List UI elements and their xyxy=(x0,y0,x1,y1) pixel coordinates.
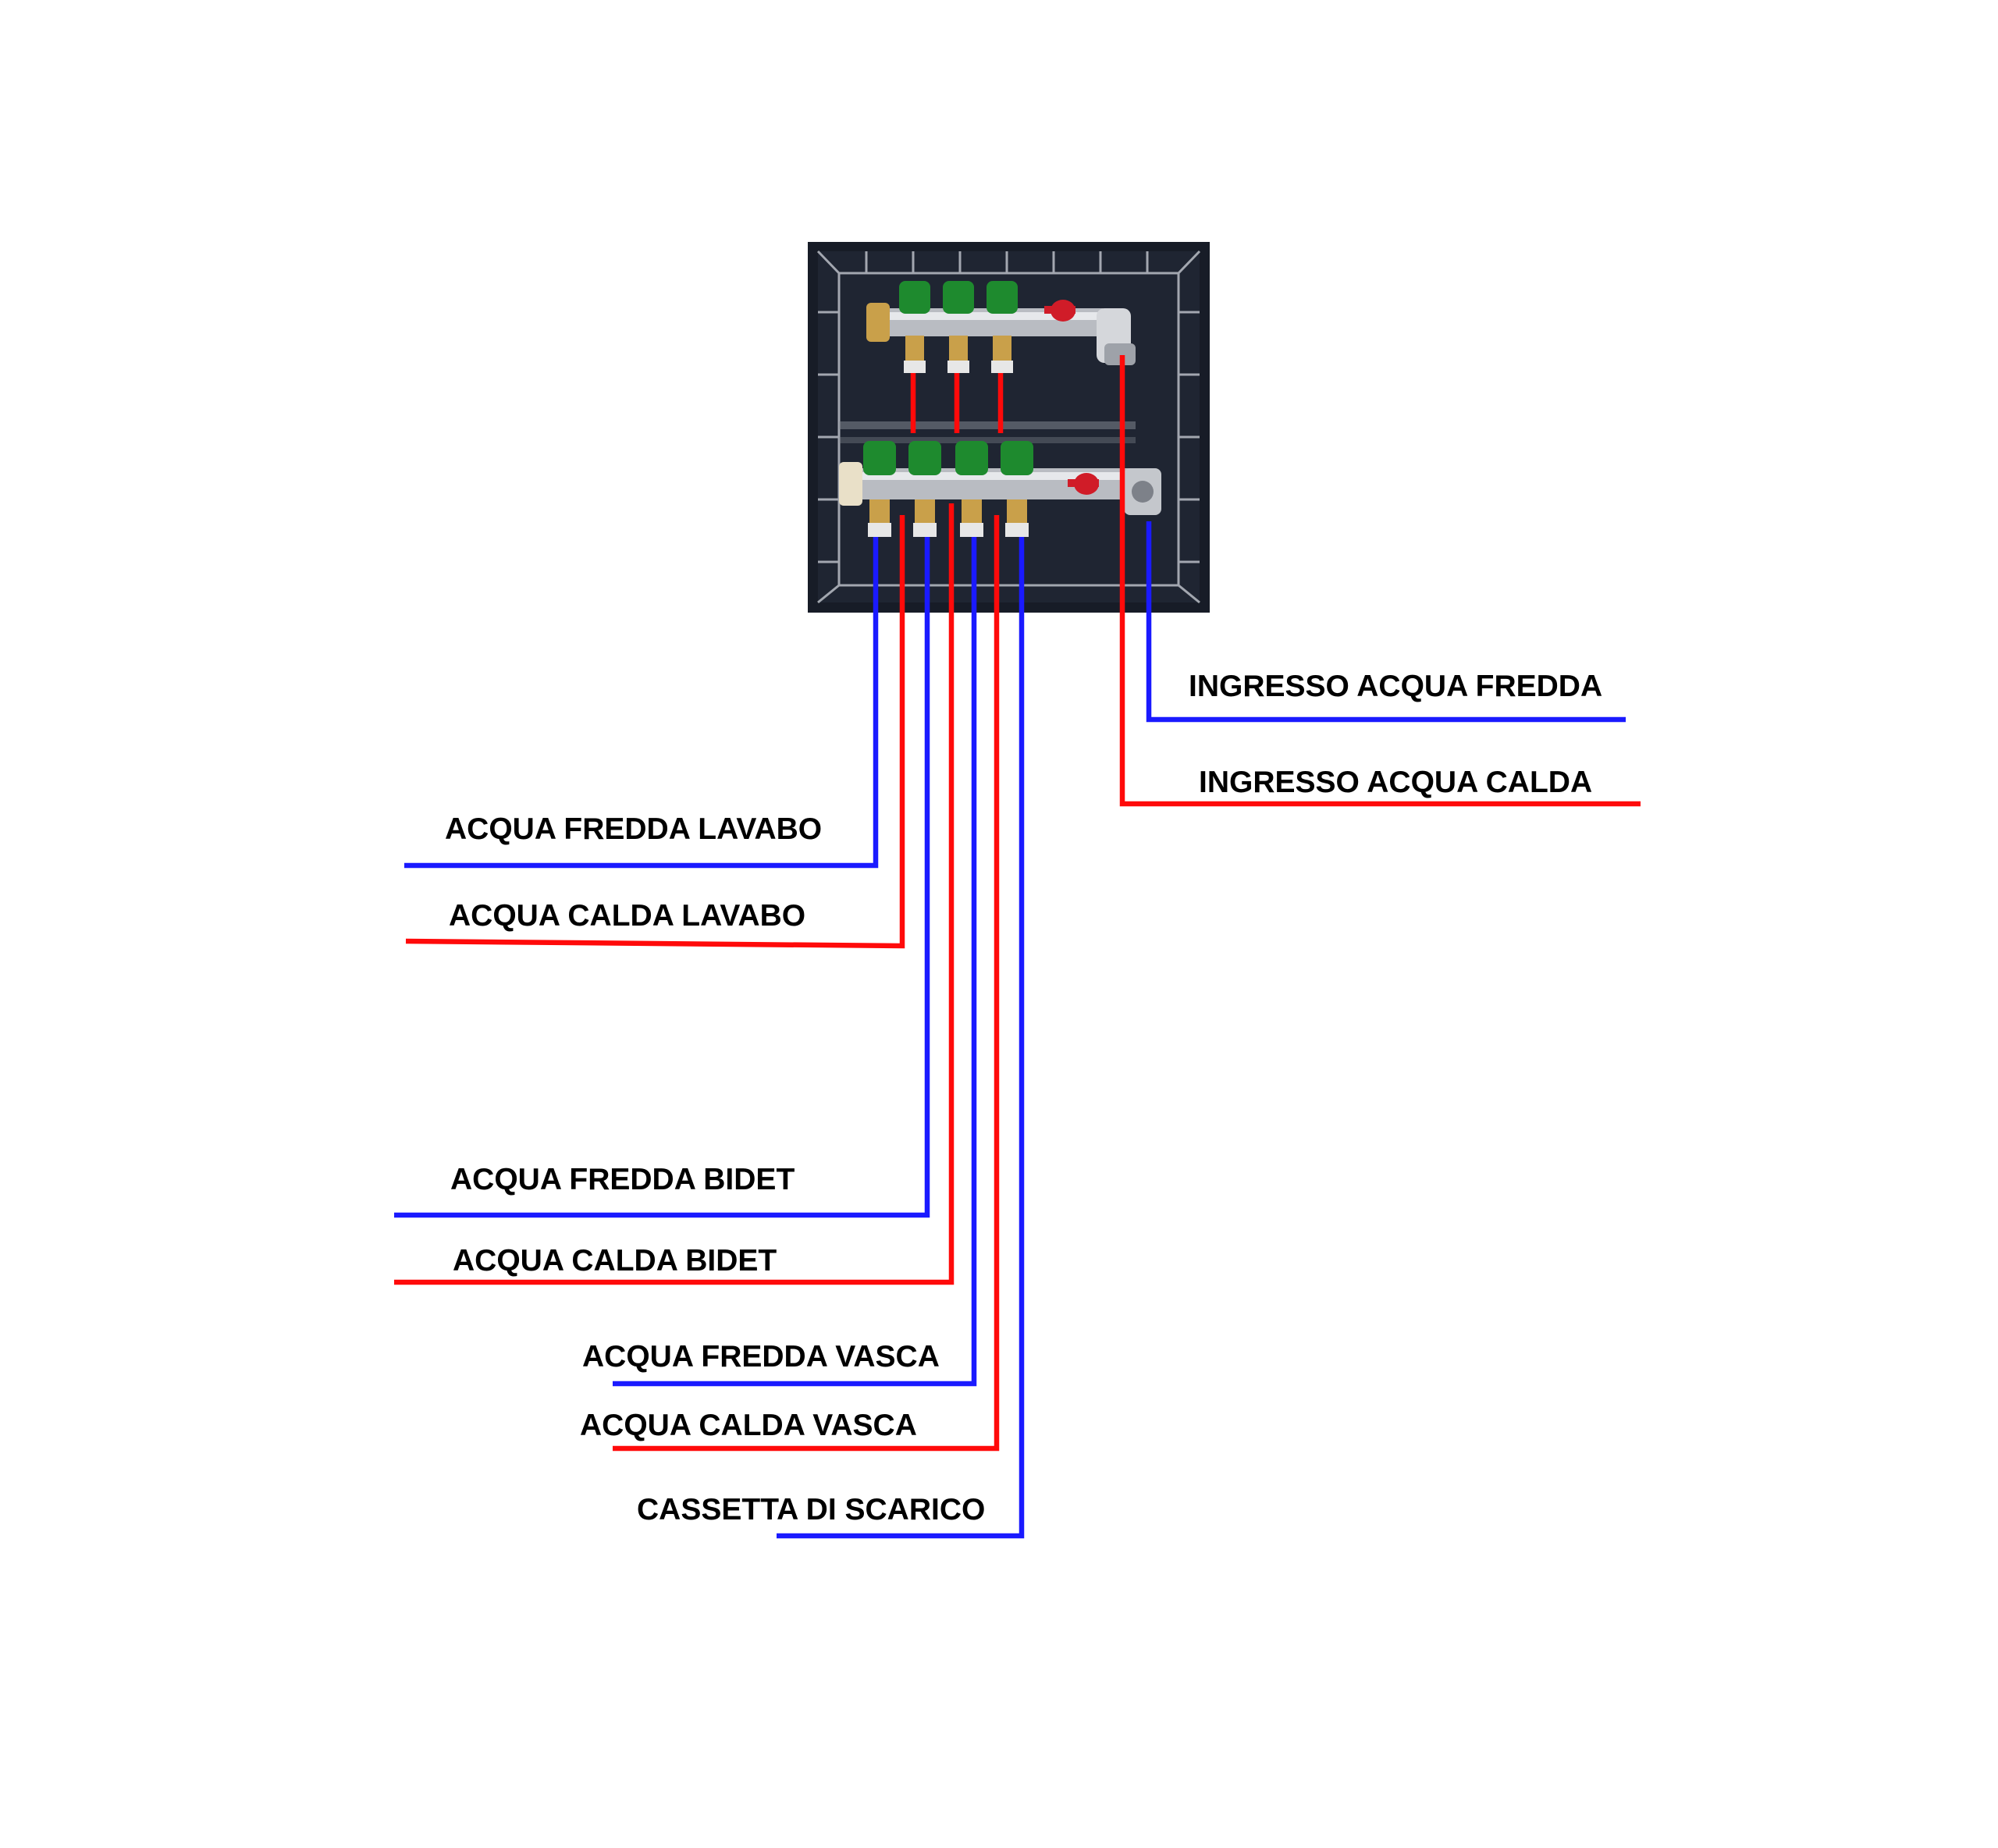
bottom-valve-2 xyxy=(908,441,941,537)
label-calda-bidet: ACQUA CALDA BIDET xyxy=(453,1244,777,1278)
pipe-fredda-bidet xyxy=(394,537,930,1218)
manifold-box xyxy=(808,242,1210,613)
top-valve-3 xyxy=(987,281,1018,373)
label-fredda-lavabo: ACQUA FREDDA LAVABO xyxy=(445,812,822,846)
label-fredda-bidet: ACQUA FREDDA BIDET xyxy=(450,1163,795,1196)
pipes xyxy=(394,355,1641,1539)
pipe-fredda-vasca xyxy=(613,537,977,1387)
bottom-valve-1 xyxy=(863,441,896,537)
top-valve-1 xyxy=(899,281,930,373)
top-valve-2 xyxy=(943,281,974,373)
bottom-valve-4 xyxy=(1001,441,1033,537)
labels: INGRESSO ACQUA FREDDA INGRESSO ACQUA CAL… xyxy=(445,670,1602,1526)
bottom-ball-valve xyxy=(1068,473,1099,495)
pipe-fredda-lavabo xyxy=(404,537,879,869)
bottom-valve-3 xyxy=(955,441,988,537)
label-calda-lavabo: ACQUA CALDA LAVABO xyxy=(449,899,805,933)
bottom-fitting xyxy=(1124,468,1161,515)
top-ball-valve xyxy=(1044,300,1075,322)
top-elbow-fitting xyxy=(1097,308,1136,365)
label-ingresso-fredda: INGRESSO ACQUA FREDDA xyxy=(1189,670,1602,703)
pipe-calda-lavabo xyxy=(405,515,905,949)
label-cassetta: CASSETTA DI SCARICO xyxy=(637,1493,985,1526)
label-calda-vasca: ACQUA CALDA VASCA xyxy=(580,1409,917,1442)
label-ingresso-calda: INGRESSO ACQUA CALDA xyxy=(1199,766,1592,799)
label-fredda-vasca: ACQUA FREDDA VASCA xyxy=(582,1340,940,1374)
pipe-cassetta xyxy=(777,537,1025,1539)
pipe-ingresso-calda xyxy=(1119,355,1641,807)
pipe-calda-bidet xyxy=(394,503,955,1285)
pipe-ingresso-fredda xyxy=(1146,521,1626,723)
pipe-calda-vasca xyxy=(613,515,1000,1452)
